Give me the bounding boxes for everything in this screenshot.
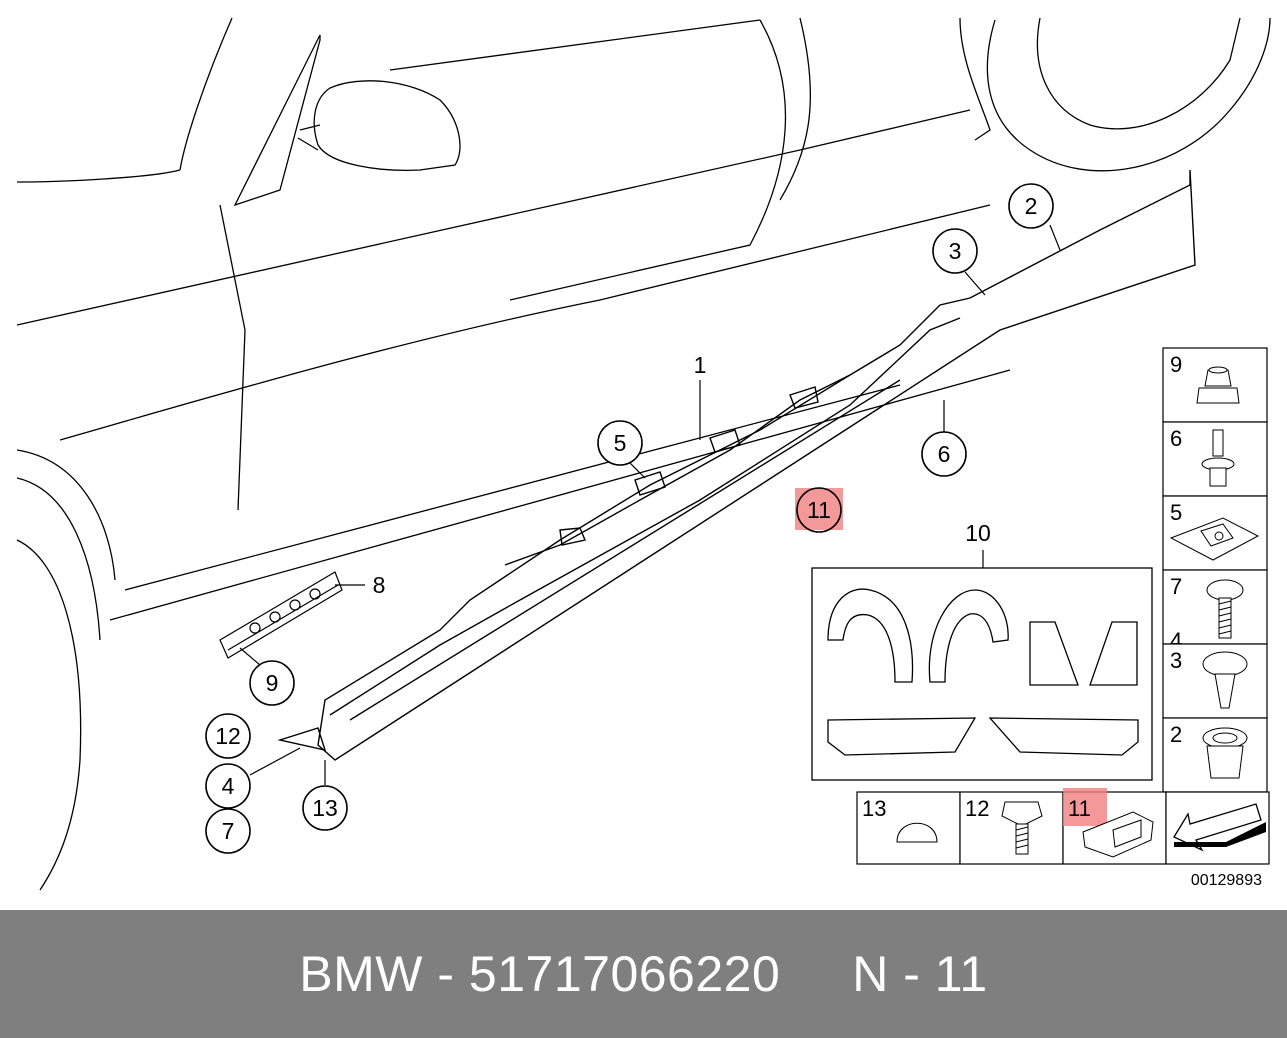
car-outline [16, 17, 1271, 891]
screw-icon [1206, 579, 1244, 639]
callout-number: 11 [807, 497, 831, 523]
bottom-parts-panel: 13 12 11 [856, 788, 1270, 865]
bottom-panel-cell-12: 12 [959, 791, 1064, 865]
bracket-clip-icon [1082, 811, 1154, 858]
callout-9: 9 [249, 660, 295, 706]
parts-panel-label: 6 [1170, 426, 1182, 451]
arch-piece-left [827, 588, 914, 683]
callout-1: 1 [694, 352, 707, 378]
parts-panel-label: 5 [1170, 500, 1182, 525]
corner-piece-right [1089, 621, 1138, 686]
trim-kit-panel-10 [811, 567, 1153, 781]
callout-number: 9 [266, 670, 279, 696]
bottom-panel-label: 11 [1068, 796, 1091, 821]
callout-number: 8 [373, 572, 386, 598]
grommet-icon [1202, 727, 1248, 779]
mounting-rail-part-8 [219, 571, 343, 659]
strip-piece-right [988, 717, 1139, 756]
expansion-rivet-icon [1201, 429, 1235, 487]
hex-nut-icon [1196, 366, 1240, 404]
callout-11: 11 [795, 487, 843, 533]
parts-panel-cell-9: 9 [1162, 347, 1268, 423]
callout-number: 2 [1025, 193, 1038, 219]
leader-lines [239, 224, 1061, 785]
cap-icon [896, 822, 938, 843]
parts-panel-label: 2 [1170, 722, 1182, 747]
arch-piece-right [928, 589, 1009, 683]
parts-panel-cell-5: 5 [1162, 495, 1268, 571]
callout-number: 6 [938, 441, 951, 467]
corner-piece-left [1029, 621, 1079, 686]
bolt-icon [1001, 801, 1043, 855]
callout-number: 4 [222, 773, 235, 799]
parts-panel-label: 3 [1170, 648, 1182, 673]
parts-panel-label: 7 [1170, 574, 1182, 599]
parts-panel-cell-2: 2 [1162, 717, 1268, 793]
callout-4: 4 [205, 763, 251, 809]
parts-panel-cell-3: 3 [1162, 643, 1268, 719]
callout-number: 10 [965, 520, 991, 546]
parts-panel-cell-7-4: 74 [1162, 569, 1268, 653]
side-sill-trim [277, 169, 1196, 761]
callout-7: 7 [205, 808, 251, 854]
parts-panel-cell-6: 6 [1162, 421, 1268, 497]
callout-3: 3 [932, 228, 978, 274]
callout-10: 10 [965, 520, 991, 546]
callout-12: 12 [205, 713, 251, 759]
callout-number: 7 [222, 818, 235, 844]
push-clip-icon [1202, 651, 1248, 709]
direction-arrow-cell [1165, 791, 1270, 865]
bottom-panel-label: 13 [862, 796, 886, 821]
callout-2: 2 [1008, 183, 1054, 229]
strip-piece-left [827, 717, 977, 756]
bottom-panel-cell-13: 13 [856, 791, 961, 865]
arrow-icon [1173, 803, 1266, 852]
callout-number: 13 [312, 795, 338, 821]
parts-panel: 9 6 5 743 2 [1162, 347, 1268, 793]
parts-panel-label: 9 [1170, 352, 1182, 377]
callout-number: 12 [215, 723, 241, 749]
callout-6: 6 [921, 431, 967, 477]
clip-nut-icon [1169, 517, 1260, 561]
callout-5: 5 [597, 420, 643, 466]
callout-13: 13 [302, 785, 348, 831]
diagram-number: 00129893 [1191, 872, 1262, 889]
bottom-panel-label: 12 [965, 796, 989, 821]
footer-bar: BMW - 51717066220 N - 11 [0, 910, 1287, 1038]
highlight-marker [1063, 788, 1107, 826]
footer-title: BMW - 51717066220 N - 11 [299, 946, 988, 1002]
trim-kit-frame [811, 567, 1153, 781]
callout-number: 1 [694, 352, 707, 378]
callout-number: 3 [949, 238, 962, 264]
callout-number: 5 [614, 430, 627, 456]
callout-8: 8 [373, 572, 386, 598]
bottom-panel-cell-11: 11 [1062, 788, 1167, 865]
